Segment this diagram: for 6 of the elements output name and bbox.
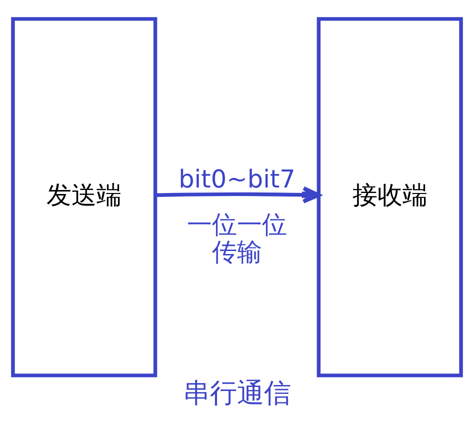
node-box: 发送端 bbox=[11, 17, 158, 378]
label: 一位一位传输 bbox=[187, 210, 287, 266]
arrow bbox=[155, 186, 320, 204]
caption: 串行通信 bbox=[183, 378, 291, 410]
edge-label: bit0~bit7 bbox=[178, 164, 296, 194]
node-box: 接收端 bbox=[316, 17, 463, 378]
